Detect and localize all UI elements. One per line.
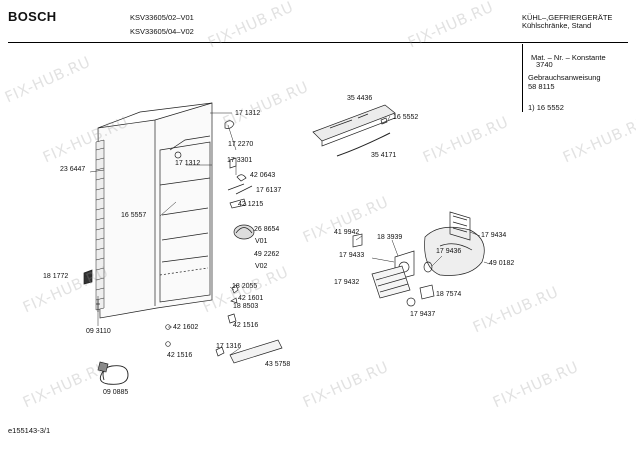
- manual-number: 58 8115: [528, 82, 555, 91]
- part-label-172270[interactable]: 17 2270: [228, 141, 254, 148]
- control-panel: [312, 104, 396, 157]
- part-label-v02[interactable]: V02: [255, 263, 268, 270]
- mat-nr-value: 3740: [536, 60, 553, 69]
- part-label-236447[interactable]: 23 6447: [60, 166, 86, 173]
- part-label-176137[interactable]: 17 6137: [256, 187, 282, 194]
- part-label-421601[interactable]: 42 1601: [238, 295, 264, 302]
- hinge-parts: [83, 120, 283, 364]
- part-label-182055[interactable]: 18 2055: [232, 283, 258, 290]
- part-label-421516-b[interactable]: 42 1516: [167, 352, 193, 359]
- part-label-171312-a[interactable]: 17 1312: [235, 110, 261, 117]
- part-label-435758[interactable]: 43 5758: [265, 361, 291, 368]
- document-id: e155143-3/1: [8, 426, 51, 435]
- condenser-coil: [95, 139, 105, 311]
- part-label-179434[interactable]: 17 9434: [481, 232, 507, 239]
- header-rule: [8, 42, 628, 43]
- part-label-165557[interactable]: 16 5557: [121, 212, 147, 219]
- part-label-188503[interactable]: 18 8503: [233, 303, 259, 310]
- manual-label: Gebrauchsanweisung: [528, 73, 601, 82]
- part-label-093110[interactable]: 09 3110: [86, 328, 111, 335]
- leader-lines: [84, 112, 491, 356]
- part-label-268654[interactable]: 26 8654: [254, 226, 280, 233]
- footnote: 1) 16 5552: [528, 103, 564, 112]
- part-label-179436[interactable]: 17 9436: [436, 248, 462, 255]
- part-label-420643[interactable]: 42 0643: [250, 172, 276, 179]
- part-label-354171[interactable]: 35 4171: [371, 152, 397, 159]
- part-label-179433[interactable]: 17 9433: [339, 252, 365, 259]
- part-label-179437[interactable]: 17 9437: [410, 311, 436, 318]
- power-cord: [97, 361, 129, 385]
- part-label-171312-b[interactable]: 17 1312: [175, 160, 201, 167]
- part-label-090885[interactable]: 09 0885: [103, 389, 129, 396]
- part-label-421602[interactable]: 42 1602: [173, 324, 199, 331]
- part-label-421215[interactable]: 42 1215: [238, 201, 264, 208]
- part-label-187574[interactable]: 18 7574: [436, 291, 462, 298]
- part-label-421516-a[interactable]: 42 1516: [233, 322, 259, 329]
- part-label-419942[interactable]: 41 9942: [334, 229, 360, 236]
- part-label-492262[interactable]: 49 2262: [254, 251, 280, 258]
- model-number-1: KSV33605/02–V01: [130, 13, 194, 22]
- side-panel-divider: [522, 44, 523, 112]
- part-label-179432[interactable]: 17 9432: [334, 279, 360, 286]
- brand-logo: BOSCH: [8, 9, 57, 24]
- part-label-183939[interactable]: 18 3939: [377, 234, 403, 241]
- part-label-354436[interactable]: 35 4436: [347, 95, 373, 102]
- part-label-171316[interactable]: 17 1316: [216, 343, 242, 350]
- part-label-173301[interactable]: 17 3301: [227, 157, 253, 164]
- part-label-490182[interactable]: 49 0182: [489, 260, 515, 267]
- part-label-181772[interactable]: 18 1772: [43, 273, 69, 280]
- model-number-2: KSV33605/04–V02: [130, 27, 194, 36]
- category-subtitle: Kühlschränke, Stand: [522, 21, 592, 30]
- fridge-cabinet: [97, 102, 213, 319]
- lamp-assembly: [352, 211, 485, 307]
- part-label-165552[interactable]: 16 5552: [393, 114, 419, 121]
- mat-nr-label: Mat. – Nr. – Konstante: [531, 53, 606, 62]
- part-label-v01[interactable]: V01: [255, 238, 268, 245]
- category-title: KÜHL–,GEFRIERGERÄTE: [522, 13, 613, 22]
